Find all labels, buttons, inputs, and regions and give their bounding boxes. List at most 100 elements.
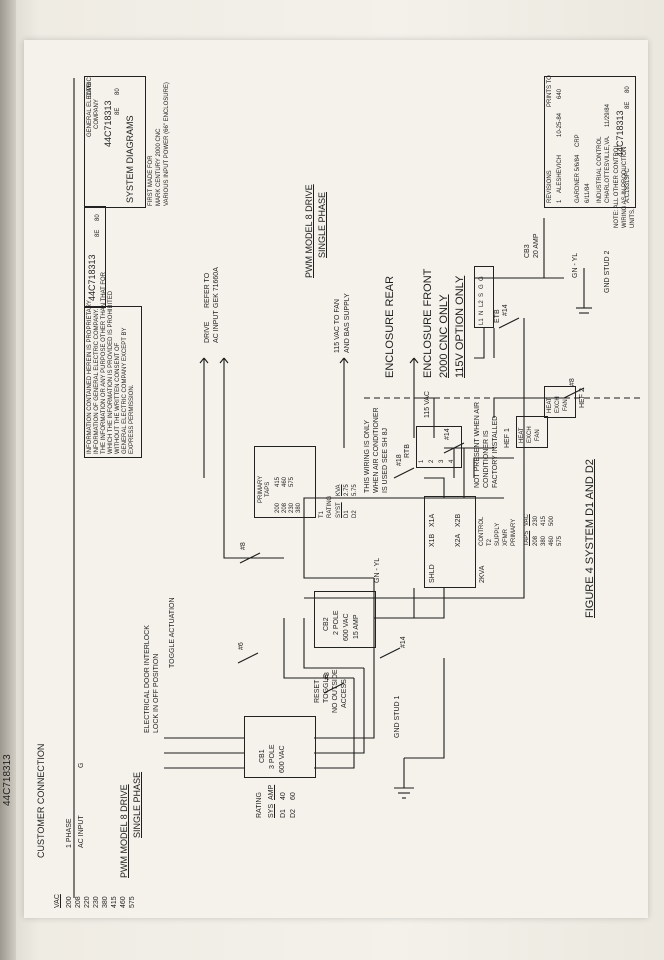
figure-caption: FIGURE 4 SYSTEM D1 AND D2 <box>584 459 596 618</box>
refer-to-1: REFER TO <box>204 272 211 308</box>
vac-value-1: 208 <box>75 896 82 908</box>
t1-tap-6: 575 <box>289 476 295 487</box>
vac-115: 115 VAC <box>424 391 431 418</box>
t2-caption-3: SUPPLY <box>495 522 501 546</box>
t1-caption-1: T1 <box>319 510 325 518</box>
hef1-box: HEAT EXCH FAN <box>516 416 548 448</box>
cb1-line3: 600 VAC <box>279 745 286 774</box>
t1-rating-h2: KVA <box>336 484 342 496</box>
hef1-l3: FAN <box>535 429 541 441</box>
one-phase-label: 1 PHASE <box>66 818 73 848</box>
vac-value-3: 230 <box>93 896 100 908</box>
hef1-l2: EXCH <box>527 426 533 443</box>
schematic-sheet: PWM MODEL 8 DRIVE SINGLE PHASE CUSTOMER … <box>24 40 648 918</box>
fan-supply-2: AND BAS SUPPLY <box>344 293 351 353</box>
wiring-diagram <box>73 78 644 898</box>
rtb-term-4: 4 <box>449 459 455 463</box>
gnd-stud-2: GND STUD 2 <box>604 250 611 293</box>
rating-header-amp: AMP <box>268 784 275 800</box>
gn-yl-right: GN - YL <box>572 252 579 278</box>
prop-0: INFORMATION CONTAINED HEREIN IS PROPRIET… <box>87 300 93 454</box>
t2-primary: PRIMARY <box>511 518 517 546</box>
etb-t5: G <box>479 276 485 281</box>
tb-shno: 80 <box>115 88 121 95</box>
t2-x2b: X2B <box>455 513 462 527</box>
t1-tap-0: 200 <box>275 502 281 513</box>
etb-t0: L1 <box>479 318 485 325</box>
rating-header-sys: SYS <box>268 803 275 818</box>
cb2-line4: 15 AMP <box>353 614 360 639</box>
tb-first-made-3: VARIOUS INPUT POWER (66" ENCLOSURE) <box>164 82 170 206</box>
prop-1: INFORMATION OF GENERAL ELECTRIC COMPANY. <box>94 308 100 454</box>
tb-location: CHARLOTTESVILLE,VA. <box>605 135 611 203</box>
tb-bottom-sh: 8E <box>625 101 631 109</box>
enclosure-2000cnc: 2000 CNC ONLY <box>438 294 450 378</box>
rating-row2-sys: D2 <box>290 809 297 818</box>
t1-rating-r2a: D2 <box>352 510 358 518</box>
reset-line3: NO OUTSIDE <box>332 669 339 713</box>
reset-line1: RESET <box>314 679 321 703</box>
rtb-term-1: 1 <box>419 459 425 463</box>
prop-5: GENERAL ELECTRIC COMPANY EXCEPT BY <box>122 327 128 454</box>
tb-mid-sh: 8E <box>95 229 101 237</box>
rtb-term-3: 3 <box>439 459 445 463</box>
t2-tap-3: 575 <box>557 535 563 546</box>
t1-title-2: TAPS <box>265 481 271 497</box>
rating-row2-amp: 60 <box>290 792 297 800</box>
gnd-stud-1: GND STUD 1 <box>394 695 401 738</box>
t2-kva: 2KVA <box>479 565 486 583</box>
tb-revisions: REVISIONS <box>547 170 553 203</box>
t2-taps-header: TAPS <box>524 530 530 546</box>
t2-tap-2: 460 <box>549 535 555 546</box>
tb-dwg-label: DWG <box>87 82 93 97</box>
hef1-l1: HEAT <box>519 427 525 443</box>
interlock-line1: ELECTRICAL DOOR INTERLOCK <box>144 625 151 733</box>
hef1-label: HEF 1 <box>504 428 511 448</box>
etb-t2: L2 <box>479 300 485 307</box>
cb1-line2: 3 POLE <box>269 744 276 769</box>
note-ac-3: IS USED SEE SH 8J <box>382 428 389 493</box>
vac-value-2: 220 <box>84 896 91 908</box>
model-left-title: PWM MODEL 8 DRIVE <box>119 784 129 878</box>
t1-rating-r1b: 2.75 <box>344 484 350 496</box>
tb-rev-2: ALESHEVICH <box>557 154 563 193</box>
t2-x1b: X1B <box>429 533 436 547</box>
tb-footer: REVISIONS 1 ALESHEVICH 10-25-84 PRINTS T… <box>544 75 636 208</box>
drive-ac-2: AC INPUT <box>213 310 220 343</box>
tb-prints-to: PRINTS TO <box>547 75 553 107</box>
refer-to-2: GEK 71660A <box>213 267 220 308</box>
book-spine <box>0 0 16 960</box>
tb-dwg-no: 44C718313 <box>103 100 113 147</box>
cb2-box: CB2 2 POLE 600 VAC 15 AMP <box>314 591 376 648</box>
model-right-subtitle: SINGLE PHASE <box>317 191 327 258</box>
vac-value-7: 575 <box>129 896 136 908</box>
rating-row1-sys: D1 <box>280 809 287 818</box>
page-number-text: 44C718313 <box>2 754 13 806</box>
vac-value-4: 380 <box>102 896 109 908</box>
interlock-line2: LOCK IN OFF POSITION <box>153 653 160 733</box>
t2-tap-0: 208 <box>533 535 539 546</box>
reset-line4: ACCESS <box>341 679 348 708</box>
etb-t3: S <box>479 292 485 297</box>
t1-title-1: PRIMARY <box>258 475 264 503</box>
prop-6: EXPRESS PERMISSION. <box>129 384 135 454</box>
ground-symbol-label: G <box>78 762 85 768</box>
vac-list: VAC <box>54 894 62 908</box>
gn-yl-left: GN - YL <box>374 557 381 583</box>
tb-issued: INDUSTRIAL CONTROL <box>597 136 603 203</box>
cb2-line2: 2 POLE <box>333 610 340 635</box>
t2-caption-4: XFMR <box>503 529 509 546</box>
note-ac-2: WHEN AIR CONDITIONER <box>373 407 380 493</box>
t1-caption-2: RATING <box>327 495 333 518</box>
tb-sh: 8E <box>115 107 121 115</box>
cb1-line1: CB1 <box>259 749 266 763</box>
tb-first-made-1: FIRST MADE FOR <box>148 155 154 206</box>
not-present-3: FACTORY INSTALLED <box>492 415 499 488</box>
rating-row1-amp: 40 <box>280 792 287 800</box>
cb1-box: CB1 3 POLE 600 VAC <box>244 716 316 778</box>
cb2-line3: 600 VAC <box>343 613 350 642</box>
tb-mid-shno: 80 <box>95 214 101 221</box>
hef2-l3: FAN <box>563 399 569 411</box>
toggle-actuation: TOGGLE ACTUATION <box>169 597 176 668</box>
